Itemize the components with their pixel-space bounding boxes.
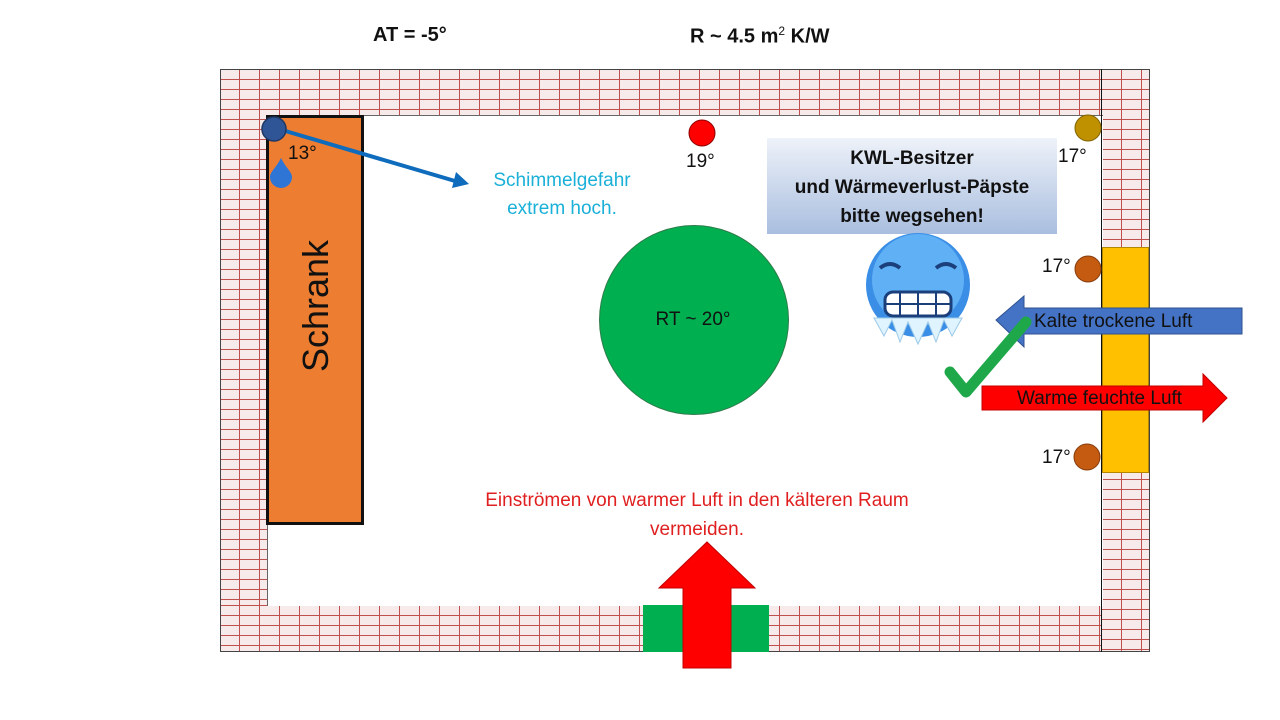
mold-line-2: extrem hoch. [507,198,617,219]
warm-air-inflow-arrow [657,541,757,669]
right-top-temperature-label: 17° [1058,146,1087,167]
kwl-line-2: und Wärmeverlust-Päpste [794,177,1030,198]
kwl-line-1: KWL-Besitzer [850,148,974,169]
top-sensor-dot [688,119,716,147]
warm-air-line-1: Einströmen von warmer Luft in den kälter… [485,490,909,511]
resistance-superscript: 2 [778,24,786,38]
wall-top [220,69,1150,115]
warm-air-label: Warme feuchte Luft [1017,388,1183,409]
right-low-sensor-dot [1073,443,1101,471]
warm-air-line-2: vermeiden. [650,519,744,540]
drop-icon [270,158,292,188]
freezing-face-emoji [866,233,970,346]
mold-arrow-head [452,172,469,188]
warm-air-warning-text: Einströmen von warmer Luft in den kälter… [447,486,947,544]
kwl-note-text: KWL-Besitzer und Wärmeverlust-Päpste bit… [767,144,1057,231]
window [1102,247,1149,473]
kwl-note-box [767,138,1057,234]
right-wall-inner-line [1101,69,1102,652]
cold-air-arrow [995,294,1243,349]
cold-air-label: Kalte trockene Luft [1034,311,1193,332]
wall-left [220,69,267,652]
corner-temperature-label: 13° [288,143,317,164]
corner-sensor-dot [261,116,287,142]
checkmark-icon [944,316,1032,398]
right-top-sensor-dot [1074,114,1102,142]
outside-temperature: AT = -5° [373,24,447,46]
top-temperature-label: 19° [686,151,715,172]
thermal-resistance: R ~ 4.5 m2 K/W [690,24,830,49]
right-low-temperature-label: 17° [1042,447,1071,468]
mold-warning-text: Schimmelgefahr extrem hoch. [482,167,642,223]
warm-humid-air-arrow [981,372,1228,424]
right-mid-temperature-label: 17° [1042,256,1071,277]
resistance-suffix: K/W [785,25,830,48]
kwl-line-3: bitte wegsehen! [840,206,984,227]
mold-line-1: Schimmelgefahr [493,170,631,191]
room-temperature-circle [599,225,789,415]
mold-arrow-line [281,128,456,183]
room-temperature-label: RT ~ 20° [655,309,731,330]
resistance-prefix: R ~ 4.5 m [690,25,779,48]
right-mid-sensor-dot [1074,255,1102,283]
